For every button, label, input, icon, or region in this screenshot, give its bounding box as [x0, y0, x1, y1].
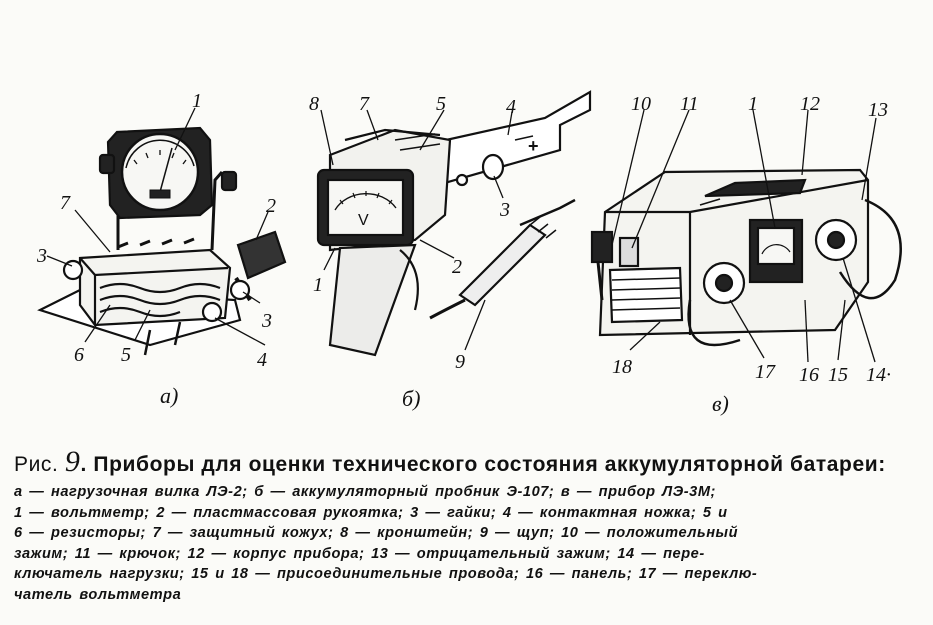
panel-a-letter: а) [160, 383, 178, 408]
callout-a-2: 2 [266, 195, 276, 217]
callout-v-14: 14· [866, 364, 891, 386]
callout-v-15: 15 [828, 364, 848, 386]
callout-b-8: 8 [309, 93, 319, 115]
caption-line: зажим; 11 — крючок; 12 — корпус прибора;… [14, 545, 705, 562]
callout-v-17: 17 [755, 361, 776, 383]
panel-a-callouts: 1 2 3 3 4 5 6 7 [36, 90, 276, 371]
figure-illustration: + V [36, 90, 902, 416]
callout-b-1: 1 [313, 274, 323, 296]
callout-v-11: 11 [680, 93, 699, 115]
callout-v-1: 1 [748, 93, 758, 115]
meter-v-mark: V [358, 212, 369, 229]
callout-b-9: 9 [455, 351, 465, 373]
panel-b-letter: б) [402, 386, 420, 411]
callout-v-13: 13 [868, 99, 888, 121]
panel-a-drawing [37, 126, 287, 356]
callout-v-18: 18 [612, 356, 632, 378]
leader-lines [46, 107, 877, 363]
callout-a-6: 6 [74, 344, 84, 366]
caption-legend: а — нагрузочная вилка ЛЭ-2; б — аккумуля… [14, 482, 924, 605]
caption-line: а — нагрузочная вилка ЛЭ-2; б — аккумуля… [14, 484, 716, 500]
callout-a-5: 5 [121, 344, 131, 366]
plus-mark: + [528, 136, 539, 156]
caption-prefix: Рис. [14, 453, 59, 476]
callout-b-2: 2 [452, 256, 462, 278]
callout-v-10: 10 [631, 93, 651, 115]
callout-b-7: 7 [359, 93, 370, 115]
callout-a-7: 7 [60, 192, 71, 214]
panel-b-callouts: 8 7 5 4 3 2 1 9 [309, 93, 516, 373]
callout-v-16: 16 [799, 364, 819, 386]
callout-b-4: 4 [506, 96, 516, 118]
panel-v-letter: в) [712, 391, 729, 416]
figure-caption: Рис. 9. Приборы для оценки технического … [14, 445, 924, 605]
callout-b-3: 3 [499, 199, 510, 221]
callout-a-3-left: 3 [36, 245, 47, 267]
caption-line: ключатель нагрузки; 15 и 18 — присоедини… [14, 566, 758, 582]
panel-b-drawing: + V [316, 90, 592, 357]
figure-svg: + V [36, 90, 902, 416]
callout-b-5: 5 [436, 93, 446, 115]
callout-a-3-right: 3 [261, 310, 272, 332]
figure-number: 9 [64, 445, 81, 478]
caption-line: 6 — резисторы; 7 — защитный кожух; 8 — к… [14, 525, 739, 541]
caption-line: 1 — вольтметр; 2 — пластмассовая рукоятк… [14, 504, 728, 521]
caption-line: чатель вольтметра [14, 586, 182, 603]
panel-v-drawing [590, 168, 902, 347]
callout-a-1: 1 [192, 90, 202, 112]
callout-v-12: 12 [800, 93, 820, 115]
panel-v-callouts: 10 11 1 12 13 18 17 16 15 14· [612, 93, 891, 386]
caption-title-text: . Приборы для оценки технического состоя… [80, 453, 886, 476]
callout-a-4: 4 [257, 349, 267, 371]
caption-title: Рис. 9. Приборы для оценки технического … [14, 445, 924, 479]
